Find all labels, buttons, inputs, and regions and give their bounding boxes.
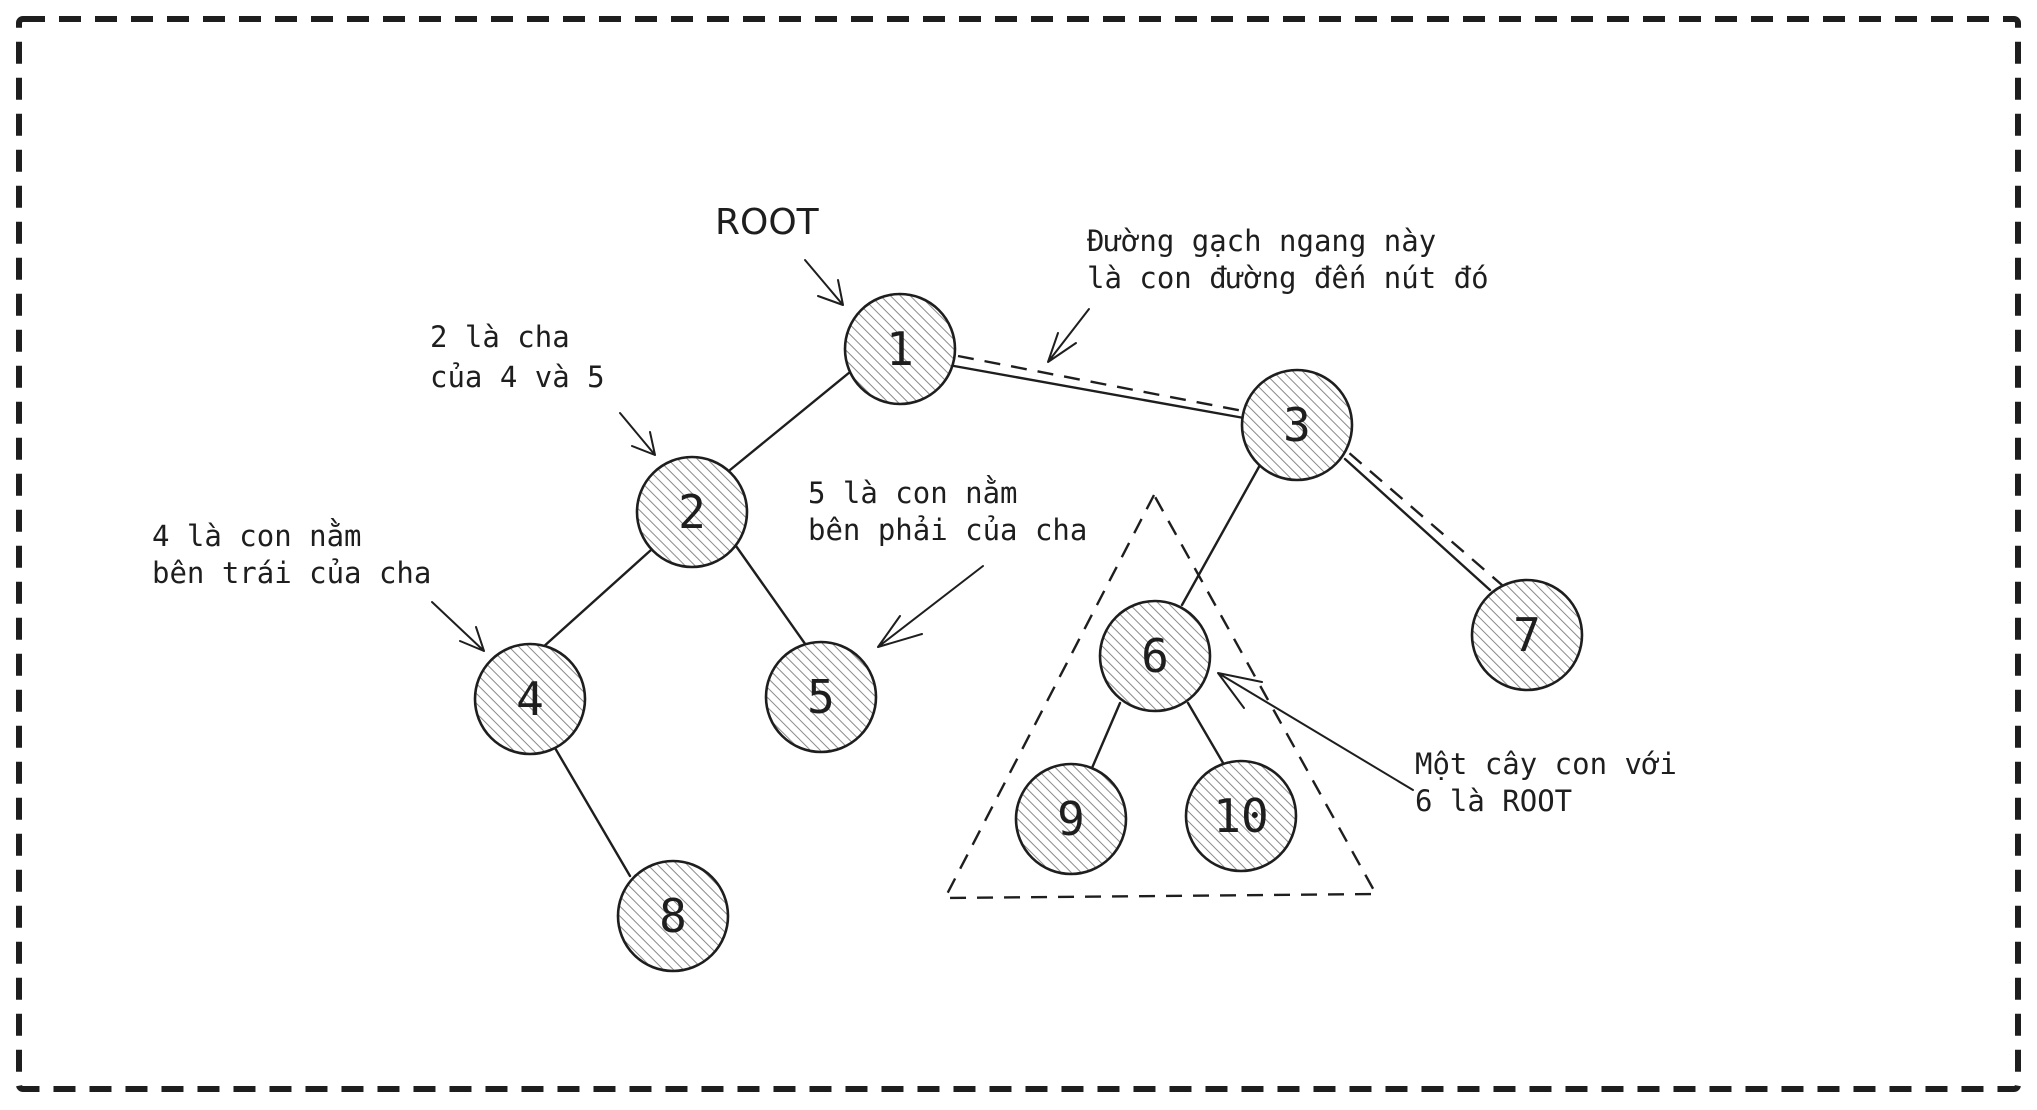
tree-node: 3: [1240, 368, 1354, 482]
edge-3-6: [1180, 463, 1262, 607]
node-circle: [843, 292, 957, 406]
tree-node: 2: [635, 455, 749, 569]
node-circle: [635, 455, 749, 569]
root-arrow: [804, 259, 844, 306]
parent-note-line: của 4 và 5: [430, 360, 605, 394]
parent-note: 2 là cha của 4 và 5: [430, 320, 605, 394]
edge-6-9: [1090, 701, 1122, 770]
tree-node: 10: [1184, 759, 1298, 873]
tree-nodes: 1 2 3 4 5 6 7 8: [473, 292, 1584, 973]
parent-note-arrow: [619, 412, 656, 456]
edge-2-4: [540, 548, 653, 650]
tree-node: 4: [473, 642, 587, 756]
node-label: 9: [1057, 792, 1085, 846]
dashed-frame: [16, 16, 2021, 1092]
node-label: 7: [1513, 608, 1541, 662]
root-label: ROOT: [715, 202, 820, 243]
highlighted-path: [957, 354, 1503, 586]
tree-node: 1: [843, 292, 957, 406]
subtree-note-line: Một cây con với: [1415, 747, 1677, 781]
node-circle: [616, 859, 730, 973]
tree-node: 5: [764, 640, 878, 754]
right-child-note-line: bên phải của cha: [808, 513, 1087, 547]
node-circle: [1470, 578, 1584, 692]
left-child-note: 4 là con nằm bên trái của cha: [152, 518, 431, 590]
path-note-line: Đường gạch ngang này: [1087, 224, 1436, 258]
subtree-note-arrow: [1217, 672, 1414, 791]
path-note-line: là con đường đến nút đó: [1087, 261, 1489, 295]
subtree-note-line: 6 là ROOT: [1415, 784, 1572, 818]
node-circle: [473, 642, 587, 756]
edge-4-8: [553, 746, 632, 878]
subtree-triangle: [943, 492, 1379, 900]
tree-node: 8: [616, 859, 730, 973]
node-circle: [764, 640, 878, 754]
edge-1-2: [728, 370, 852, 472]
node-circle: [1014, 762, 1128, 876]
right-child-note-line: 5 là con nằm: [808, 475, 1018, 510]
left-child-note-line: 4 là con nằm: [152, 518, 362, 553]
node-label: 2: [678, 485, 706, 539]
node-circle: [1098, 599, 1212, 713]
left-child-note-arrow: [431, 601, 485, 652]
right-child-note: 5 là con nằm bên phải của cha: [808, 475, 1087, 547]
tree-edges: [540, 364, 1492, 878]
right-child-note-arrow: [877, 565, 984, 648]
left-child-note-line: bên trái của cha: [152, 556, 431, 590]
tree-node: 9: [1014, 762, 1128, 876]
edge-1-3: [952, 364, 1246, 420]
subtree-note: Một cây con với 6 là ROOT: [1415, 747, 1694, 818]
node-label: 5: [807, 670, 835, 724]
annotation-arrows: [431, 259, 1414, 791]
parent-note-line: 2 là cha: [430, 320, 570, 354]
node-circle: [1240, 368, 1354, 482]
node-label: 3: [1283, 398, 1311, 452]
path-note-arrow: [1047, 308, 1090, 363]
node-label: 6: [1141, 629, 1169, 683]
node-label: 10: [1213, 789, 1268, 843]
tree-node: 6: [1098, 599, 1212, 713]
node-label: 4: [516, 672, 544, 726]
edge-3-7: [1343, 457, 1492, 592]
path-note: Đường gạch ngang này là con đường đến nú…: [1087, 224, 1489, 295]
edge-2-5: [734, 544, 810, 650]
node-label: 1: [886, 322, 914, 376]
tree-node: 7: [1470, 578, 1584, 692]
node-circle: [1184, 759, 1298, 873]
node-label: 8: [659, 889, 687, 943]
edge-6-10: [1186, 701, 1228, 770]
